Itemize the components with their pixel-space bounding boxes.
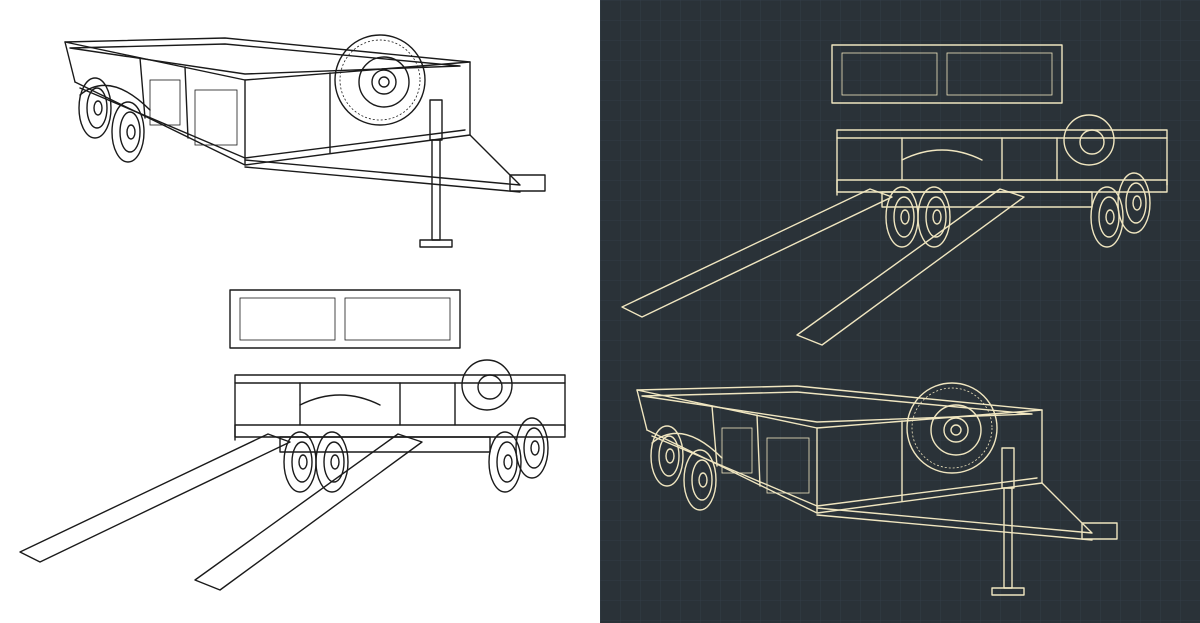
light-panel-background (0, 0, 600, 623)
dark-panel-grid (600, 0, 1200, 623)
